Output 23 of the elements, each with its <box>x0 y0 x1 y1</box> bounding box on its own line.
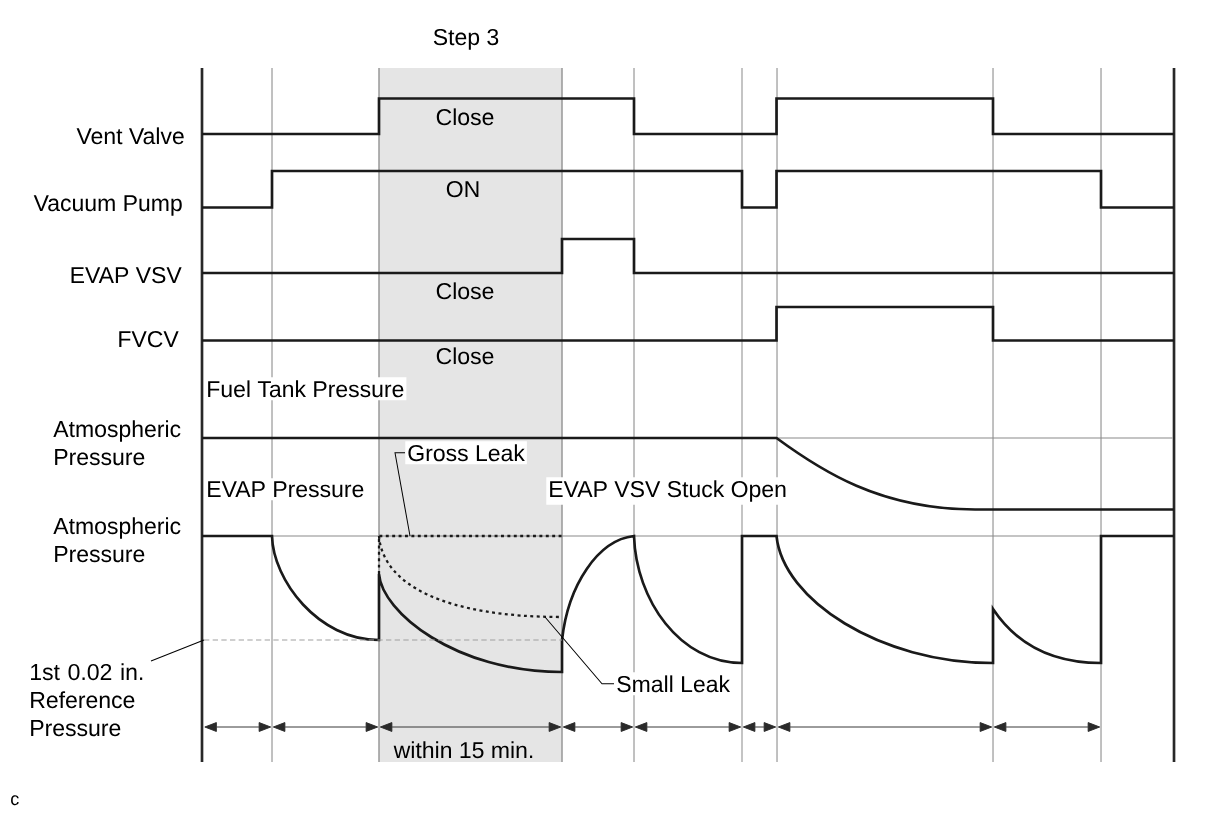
callout-label: Small Leak <box>614 672 733 696</box>
leader-line <box>150 639 205 662</box>
duration-label: within 15 min. <box>393 741 533 759</box>
level-label: Atmospheric Pressure <box>53 517 181 563</box>
leader-line <box>394 452 411 537</box>
state-label: Close <box>436 347 494 365</box>
level-label: Atmospheric Pressure <box>53 420 181 466</box>
state-label: Close <box>436 108 494 126</box>
signal-label: Vacuum Pump <box>33 195 182 216</box>
reference-line <box>203 639 563 641</box>
trace-title: Fuel Tank Pressure <box>204 377 407 401</box>
trace-title: EVAP Pressure <box>204 478 367 501</box>
signal-label: EVAP VSV <box>71 266 182 284</box>
signal-label: Vent Valve <box>76 127 184 145</box>
step-label: Step 3 <box>433 28 499 50</box>
callout-label: 1st 0.02 in. Reference Pressure <box>31 663 143 737</box>
callout-label: Gross Leak <box>405 441 527 465</box>
figure-code: c <box>11 795 19 806</box>
state-label: ON <box>446 180 479 198</box>
leader-line <box>544 616 615 685</box>
state-label: Close <box>436 282 494 300</box>
signal-label: FVCV <box>119 330 179 348</box>
annotation-label: EVAP VSV Stuck Open <box>546 477 789 505</box>
